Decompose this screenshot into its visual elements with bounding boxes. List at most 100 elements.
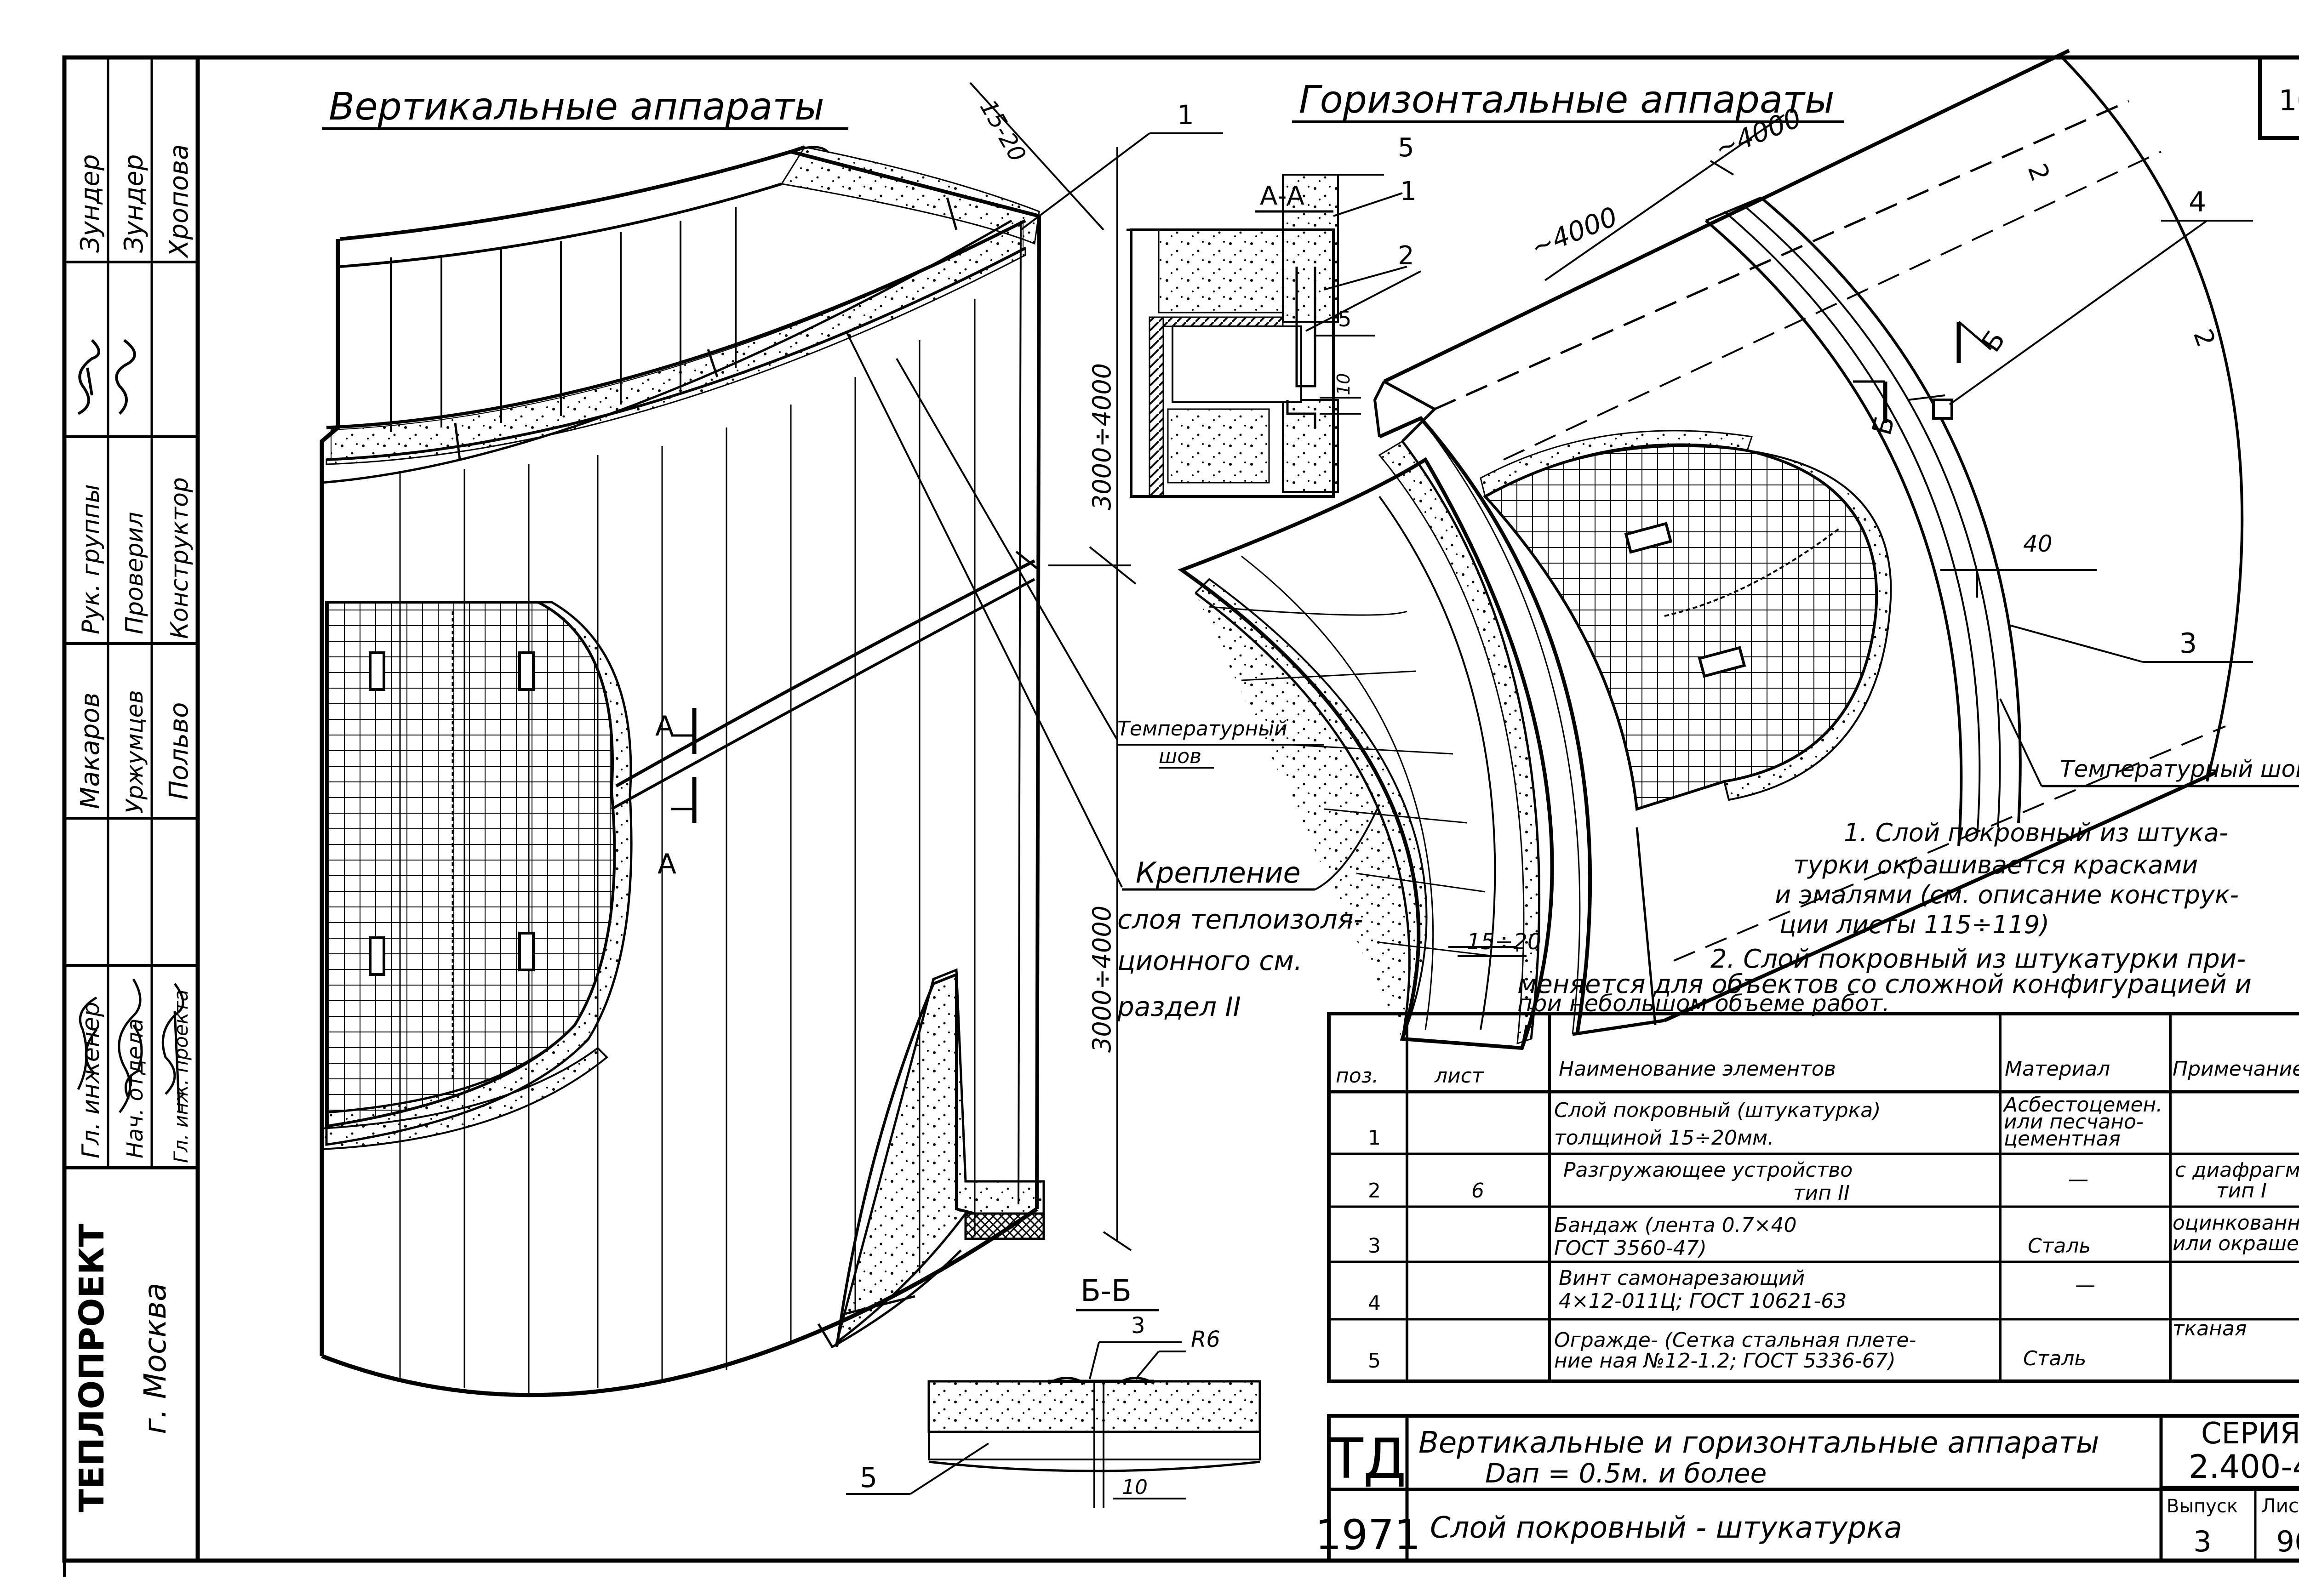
th-note: Примечание [2173,1057,2299,1081]
section-b-right: Б [1975,325,2012,358]
note-line-3: и эмалями (см. описание конструк- [1775,880,2239,909]
note-line-5: 2. Слой покровный из штукатурки при- [1710,944,2246,974]
stamp-role-4: Рук. группы [77,484,105,634]
row4-name-2: 4×12-011Ц; ГОСТ 10621-63 [1559,1289,1847,1313]
tb-year: 1971 [1315,1511,1420,1559]
bb-dim-10: 10 [1122,1476,1148,1499]
tb-subtitle: Слой покровный - штукатурка [1430,1511,1902,1545]
th-pos: поз. [1336,1064,1378,1088]
section-b-left: Б [1866,413,1901,439]
bb-callout-3: 3 [1131,1313,1145,1339]
row5-name-1: Огражде- (Сетка стальная плете- [1554,1328,1916,1352]
tb-issue-label: Выпуск [2167,1496,2238,1517]
stamp-city: г. Москва [137,1283,173,1434]
tb-sheet-label: Лист [2261,1494,2299,1517]
section-aa: А-А [1127,174,1421,498]
h-callout-2-right: 2 [2187,325,2221,351]
spec-table: поз. лист Наименование элементов Материа… [1327,1012,2299,1383]
dim-spacing-upper: 3000÷4000 [1087,363,1116,510]
aa-callout-1: 1 [1400,177,1417,206]
bb-callout-5: 5 [860,1462,877,1494]
section-a-top: А [655,710,674,742]
dim-band-width: 40 [2023,530,2053,557]
label-bb: Б-Б [1081,1274,1132,1308]
row3-note-1: оцинкованный [2173,1211,2299,1235]
row1-mat-2: или песчано- [2004,1110,2144,1134]
dim-gap-15-20: 15÷20 [1467,929,1541,955]
row2-note-1: с диафрагмой [2175,1158,2299,1182]
tb-issue: 3 [2193,1525,2211,1558]
row2-note-2: тип I [2216,1179,2267,1203]
fastening-note-1: слоя теплоизоля- [1117,904,1363,935]
stamp-name-6: Хропова [164,144,194,259]
stamp-name-5: Зундер [119,154,149,253]
title-vertical: Вертикальные аппараты [329,85,824,129]
stamp-name-3: Польво [164,702,194,800]
row4-pos: 4 [1368,1292,1381,1315]
row3-mat: Сталь [2028,1234,2091,1258]
row4-mat: — [2075,1273,2095,1297]
svg-text:шов: шов [1159,745,1201,768]
signature-1 [77,996,97,1090]
row1-name-2: толщиной 15÷20мм. [1554,1126,1774,1150]
notes: 1. Слой покровный из штука- турки окраши… [1517,818,2252,1017]
row5-pos: 5 [1368,1349,1381,1373]
dim-h1: ~4000 [1527,200,1622,263]
signature-2 [118,978,143,1113]
row5-mat: Сталь [2023,1347,2086,1370]
row1-pos: 1 [1368,1126,1381,1150]
row3-note-2: или окрашен. [2173,1232,2299,1255]
title-block: ТД 1971 Вертикальные и горизонтальные ап… [1315,1414,2299,1562]
stamp-name-1: Макаров [75,692,105,809]
tb-title-1: Вертикальные и горизонтальные аппараты [1418,1426,2099,1460]
title-horizontal: Горизонтальные аппараты [1299,78,1835,122]
note-line-4: ции листы 115÷119) [1779,910,2049,939]
row1-mat-1: Асбестоцемен. [2002,1093,2162,1117]
row5-note: тканая [2173,1317,2247,1340]
sheet-number: 105 [2279,84,2299,117]
th-material: Материал [2005,1057,2110,1081]
th-sheet: лист [1434,1064,1484,1088]
row3-name-1: Бандаж (лента 0.7×40 [1554,1214,1796,1237]
stamp-name-2: Уржумцев [121,690,148,814]
signature-3 [161,983,184,1113]
row3-name-2: ГОСТ 3560-47) [1554,1237,1707,1260]
row2-name-2: тип II [1793,1181,1850,1205]
tb-td: ТД [1329,1427,1406,1491]
h-callout-2-top: 2 [2022,160,2055,186]
row2-pos: 2 [1368,1179,1381,1203]
note-line-1: 1. Слой покровный из штука- [1844,818,2228,847]
vertical-apparatus [320,145,1045,1397]
stamp-org: ТЕПЛОПРОЕКТ [72,1224,112,1512]
row1-mat-3: цементная [2004,1127,2121,1151]
note-line-6: меняется для объектов со сложной конфигу… [1517,969,2252,999]
fastening-note-2: ционного см. [1117,945,1302,976]
callout-1: 1 [1177,99,1194,131]
note-line-2: турки окрашивается красками [1793,850,2198,879]
stamp-name-4: Зундер [75,154,105,253]
horizontal-apparatus [1178,49,2244,1050]
section-bb: Б-Б [846,1274,1261,1508]
h-callout-4: 4 [2189,186,2206,218]
row5-name-2: ние ная №12-1.2; ГОСТ 5336-67) [1554,1349,1896,1373]
row2-name-1: Разгружающее устройство [1563,1158,1853,1182]
row4-name-1: Винт самонарезающий [1559,1266,1805,1290]
row2-sheet: 6 [1471,1179,1484,1203]
h-callout-3: 3 [2179,627,2197,660]
bb-radius: R6 [1191,1327,1220,1352]
dim-joint-gap: 15-20 [975,95,1031,166]
tb-sheet: 96 [2276,1525,2299,1558]
outer-frame [62,55,2299,1563]
th-name: Наименование элементов [1559,1057,1836,1081]
aa-callout-5: 5 [1398,133,1414,163]
sheet-number-box [2258,56,2299,140]
stamp-role-6: Конструктор [166,477,194,639]
side-stamp: ТЕПЛОПРОЕКТ г. Москва Гл. инженер Нач. о… [64,57,198,1512]
label-fastening: Крепление [1136,856,1301,889]
aa-callout-2: 2 [1398,241,1414,271]
aa-dim-10: 10 [1333,373,1354,395]
signature-4 [77,339,100,415]
tb-title-2: Dап = 0.5м. и более [1485,1458,1767,1489]
